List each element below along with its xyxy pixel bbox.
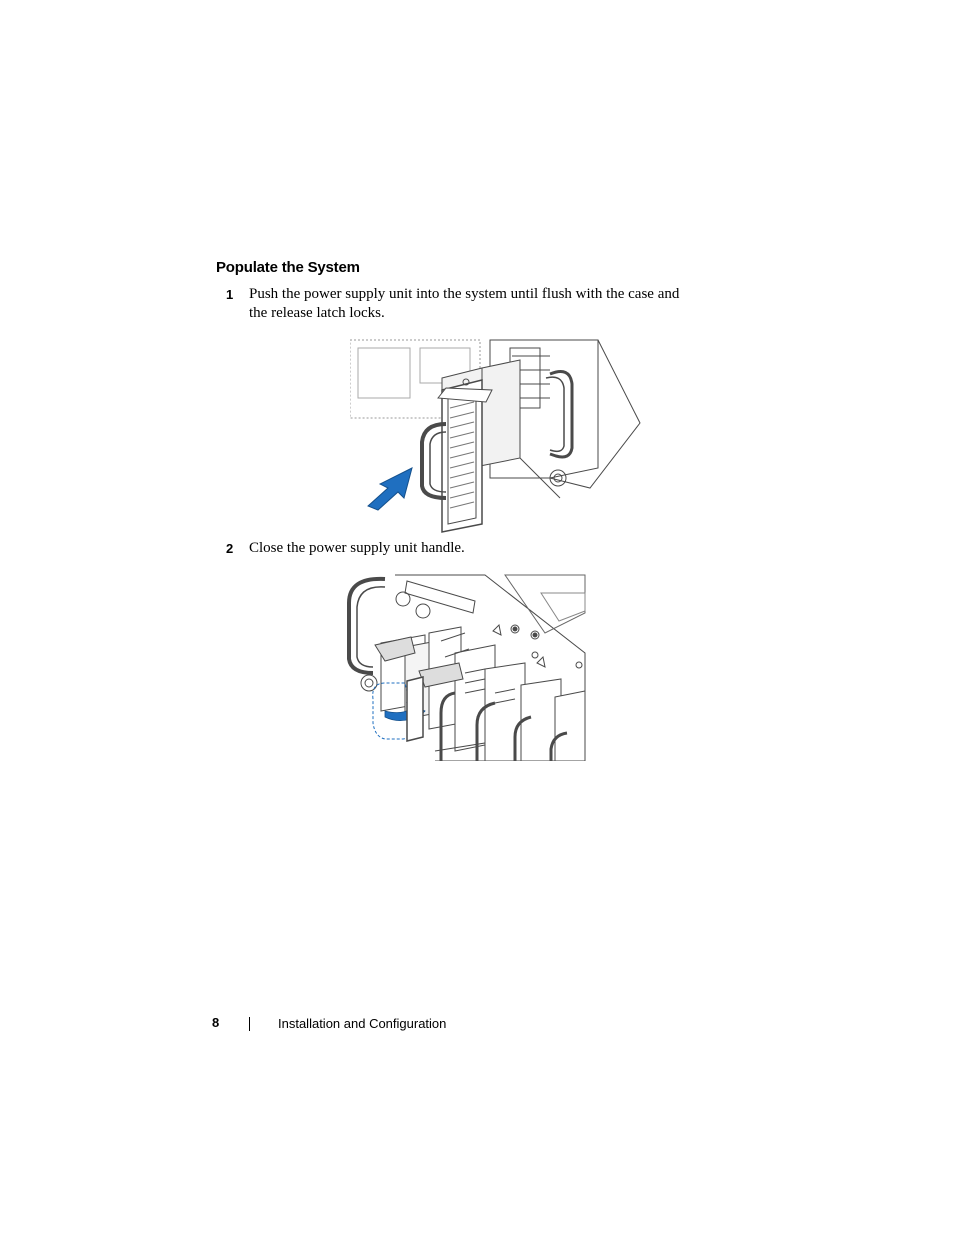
section-heading: Populate the System xyxy=(216,259,360,276)
step-2-text-line1: Close the power supply unit handle. xyxy=(249,540,465,556)
page-number: 8 xyxy=(212,1015,220,1030)
footer-divider xyxy=(249,1017,250,1031)
step-2-number: 2 xyxy=(226,541,234,556)
figure-close-handle xyxy=(347,574,586,761)
step-1-text-line2: the release latch locks. xyxy=(249,305,385,321)
figure-insert-psu xyxy=(350,339,641,533)
footer-chapter-title: Installation and Configuration xyxy=(278,1016,447,1031)
step-1-number: 1 xyxy=(226,287,234,302)
step-1-text-line1: Push the power supply unit into the syst… xyxy=(249,286,680,302)
